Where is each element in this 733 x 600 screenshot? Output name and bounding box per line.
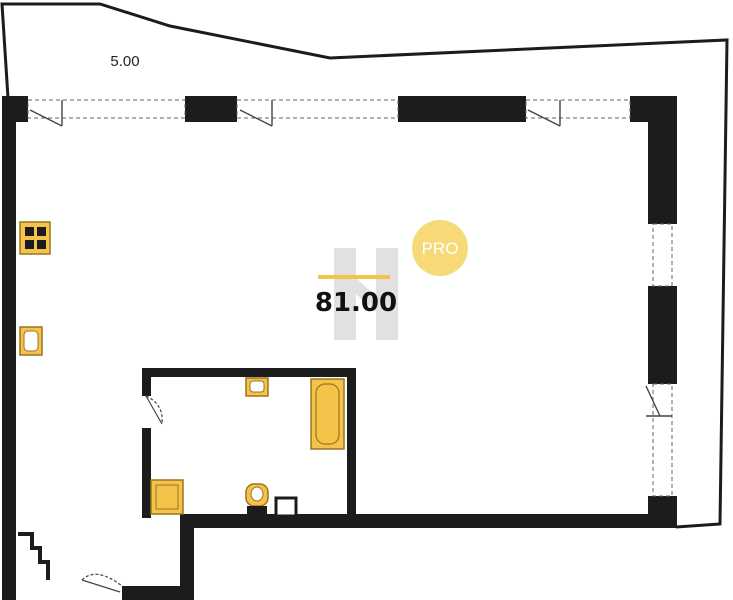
bathroom-sink-icon — [245, 377, 269, 397]
window-icon — [27, 99, 673, 497]
toilet-icon — [245, 483, 269, 516]
bathtub-icon — [310, 378, 345, 450]
pro-badge: PRO — [412, 220, 468, 276]
bathroom-walls — [142, 368, 356, 518]
bidet-icon — [274, 496, 298, 518]
stove-icon — [19, 221, 51, 255]
area-accent-bar — [318, 275, 390, 279]
room-area-label: 81.00 — [315, 288, 397, 318]
window-sashes — [29, 100, 672, 417]
entrance-door — [81, 573, 123, 593]
pro-badge-label: PRO — [422, 239, 459, 258]
shower-tray-icon — [150, 479, 184, 515]
stairs-icon — [18, 532, 50, 580]
sink-icon — [19, 326, 43, 356]
balcony-area-label: 5.00 — [110, 53, 139, 70]
door-icon — [145, 395, 163, 425]
balcony-outline — [0, 2, 729, 529]
watermark-logo — [334, 248, 398, 340]
walls — [2, 96, 677, 600]
